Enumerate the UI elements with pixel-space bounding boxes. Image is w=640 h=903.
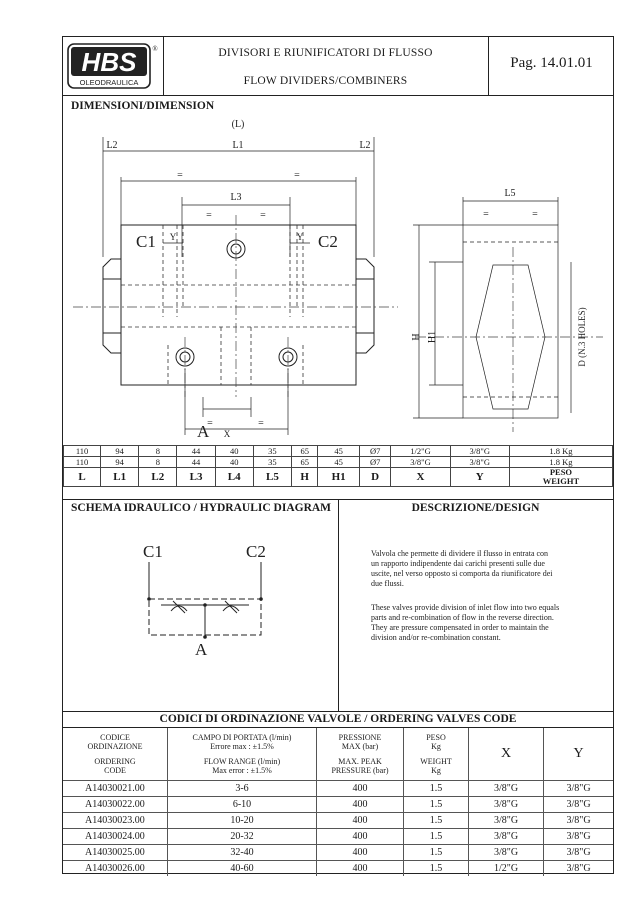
svg-text:L1: L1 [232,140,243,151]
svg-text:X: X [224,429,231,439]
svg-text:=: = [207,418,213,429]
description-section-title: DESCRIZIONE/DESIGN [411,502,540,514]
description-italian: Valvola che permette di dividere il flus… [371,549,553,588]
description-english: These valves provide division of inlet f… [371,603,560,642]
svg-text:=: = [177,170,183,181]
svg-text:H1: H1 [427,331,438,343]
hydraulic-section-title: SCHEMA IDRAULICO / HYDRAULIC DIAGRAM [71,502,332,514]
svg-text:=: = [483,209,489,220]
ordering-section-title: CODICI DI ORDINAZIONE VALVOLE / ORDERING… [159,713,517,725]
svg-text:L2: L2 [106,140,117,151]
svg-text:=: = [206,210,212,221]
svg-text:D (N.3 HOLES): D (N.3 HOLES) [577,307,587,366]
title-english: FLOW DIVIDERS/COMBINERS [243,75,408,87]
hbs-logo: HBS OLEODRAULICA ® [67,42,159,90]
svg-text:=: = [294,170,300,181]
svg-text:=: = [532,209,538,220]
svg-text:A: A [197,422,210,441]
dimension-drawing: (L) L2 L1 L2 = = L3 = = Y Y C1 C2 A X = … [73,119,603,441]
svg-text:=: = [260,210,266,221]
svg-text:Y: Y [297,232,304,242]
svg-text:=: = [258,418,264,429]
svg-text:L3: L3 [230,192,241,203]
svg-text:H: H [411,333,422,340]
svg-text:C1: C1 [136,232,156,251]
svg-text:C2: C2 [318,232,338,251]
svg-text:(L): (L) [232,119,245,130]
svg-text:Y: Y [170,232,177,242]
page-reference: Pag. 14.01.01 [510,55,593,71]
svg-text:L2: L2 [359,140,370,151]
title-italian: DIVISORI E RIUNIFICATORI DI FLUSSO [218,47,433,59]
logo-text: HBS [82,47,138,77]
svg-text:L5: L5 [504,188,515,199]
svg-text:®: ® [152,45,158,53]
svg-text:C2: C2 [246,542,266,561]
logo-subtitle: OLEODRAULICA [80,78,139,87]
datasheet-frame: HBS OLEODRAULICA ® DIVISORI E RIUNIFICAT… [62,36,614,876]
svg-text:C1: C1 [143,542,163,561]
hydraulic-diagram: C1 C2 A [143,542,266,659]
svg-text:A: A [195,640,208,659]
dimensions-section-title: DIMENSIONI/DIMENSION [71,100,215,112]
